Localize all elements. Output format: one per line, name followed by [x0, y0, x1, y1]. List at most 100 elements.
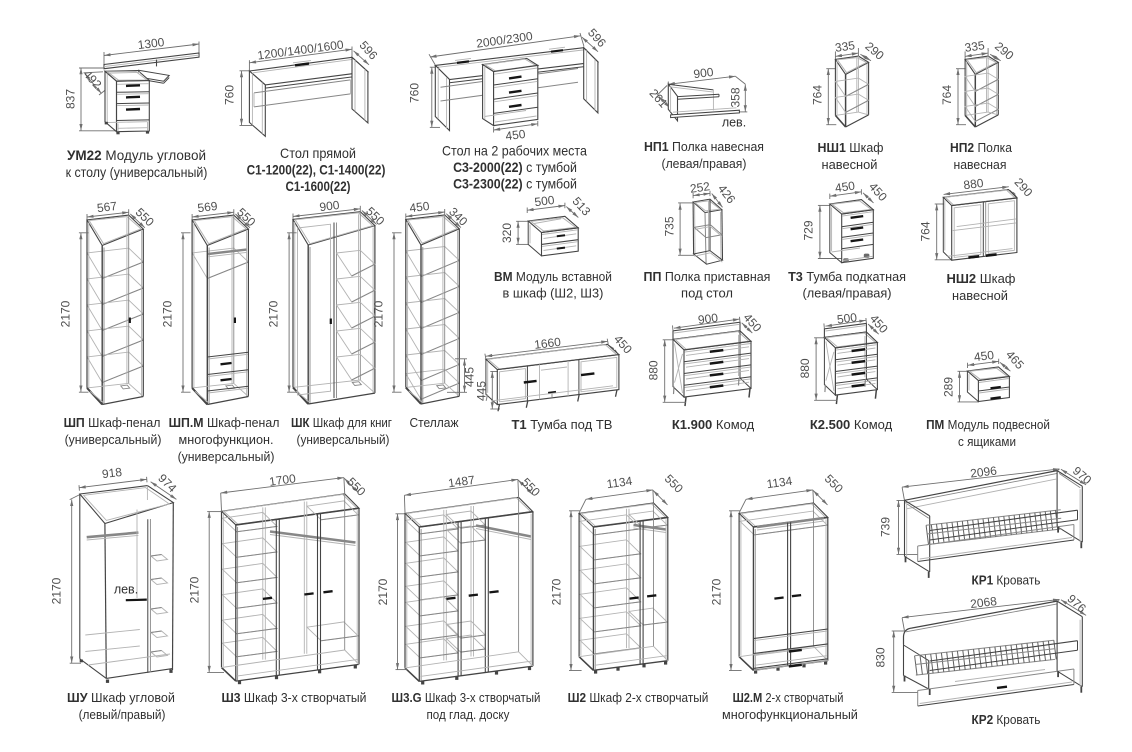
- svg-text:513: 513: [570, 194, 594, 218]
- svg-text:2170: 2170: [550, 578, 564, 605]
- svg-text:НП1 Полка навесная: НП1 Полка навесная: [644, 140, 764, 154]
- svg-text:974: 974: [155, 471, 179, 495]
- svg-text:под стол: под стол: [681, 286, 733, 301]
- svg-text:900: 900: [693, 65, 715, 81]
- svg-text:2096: 2096: [969, 463, 998, 480]
- svg-text:320: 320: [500, 223, 514, 243]
- svg-text:(левый/правый): (левый/правый): [79, 707, 166, 722]
- svg-text:1660: 1660: [533, 335, 562, 352]
- svg-text:335: 335: [834, 38, 856, 55]
- svg-text:450: 450: [505, 127, 527, 143]
- svg-text:КР2 Кровать: КР2 Кровать: [972, 712, 1041, 727]
- svg-text:навесной: навесной: [822, 157, 878, 172]
- svg-text:550: 550: [662, 472, 686, 496]
- svg-text:навесная: навесная: [954, 158, 1007, 172]
- svg-text:450: 450: [741, 310, 765, 334]
- svg-text:900: 900: [697, 311, 719, 327]
- svg-text:2068: 2068: [969, 594, 998, 611]
- svg-text:навесной: навесной: [952, 288, 1008, 303]
- svg-text:445: 445: [463, 367, 477, 387]
- svg-text:ВМ Модуль вставной: ВМ Модуль вставной: [494, 270, 612, 284]
- svg-text:2170: 2170: [376, 578, 390, 605]
- svg-text:Стеллаж: Стеллаж: [410, 416, 460, 431]
- svg-text:С1-1600(22): С1-1600(22): [286, 179, 351, 194]
- svg-text:С3-2300(22) с тумбой: С3-2300(22) с тумбой: [453, 176, 577, 192]
- svg-text:837: 837: [64, 89, 78, 109]
- svg-text:(универсальный): (универсальный): [178, 450, 275, 464]
- svg-text:918: 918: [101, 465, 123, 481]
- svg-text:450: 450: [867, 312, 891, 336]
- svg-text:596: 596: [585, 26, 609, 50]
- svg-text:(универсальный): (универсальный): [65, 433, 162, 447]
- svg-text:ПМ Модуль подвесной: ПМ Модуль подвесной: [926, 417, 1050, 432]
- svg-text:1134: 1134: [606, 474, 634, 492]
- svg-text:880: 880: [798, 358, 812, 378]
- svg-text:596: 596: [357, 38, 381, 62]
- svg-text:лев.: лев.: [722, 116, 746, 130]
- svg-text:Т3 Тумба подкатная: Т3 Тумба подкатная: [788, 270, 906, 284]
- svg-text:735: 735: [663, 216, 677, 236]
- svg-text:ШК Шкаф для книг: ШК Шкаф для книг: [291, 415, 392, 430]
- svg-text:с ящиками: с ящиками: [958, 434, 1016, 449]
- svg-text:лев.: лев.: [114, 583, 138, 597]
- svg-text:ШП Шкаф-пенал: ШП Шкаф-пенал: [64, 416, 161, 430]
- svg-text:УМ22 Модуль угловой: УМ22 Модуль угловой: [67, 148, 206, 163]
- svg-text:(левая/правая): (левая/правая): [662, 157, 747, 171]
- svg-text:(универсальный): (универсальный): [297, 432, 390, 447]
- svg-text:С3-2000(22) с тумбой: С3-2000(22) с тумбой: [453, 160, 577, 176]
- svg-text:(левая/правая): (левая/правая): [803, 287, 892, 301]
- svg-text:550: 550: [344, 475, 368, 499]
- svg-text:Ш3.G Шкаф 3-х створчатый: Ш3.G Шкаф 3-х створчатый: [392, 690, 541, 705]
- svg-text:492: 492: [81, 67, 105, 91]
- svg-text:Ш2.М 2-х створчатый: Ш2.М 2-х створчатый: [733, 690, 844, 705]
- svg-text:Ш3 Шкаф 3-х створчатый: Ш3 Шкаф 3-х створчатый: [222, 691, 367, 705]
- svg-text:290: 290: [862, 39, 887, 63]
- svg-text:к столу (универсальный): к столу (универсальный): [66, 164, 208, 180]
- svg-text:290: 290: [992, 39, 1017, 63]
- svg-text:880: 880: [647, 360, 661, 380]
- svg-text:880: 880: [963, 176, 985, 192]
- svg-text:252: 252: [689, 179, 711, 196]
- svg-text:900: 900: [319, 198, 341, 214]
- svg-text:К2.500 Комод: К2.500 Комод: [810, 417, 893, 432]
- svg-text:450: 450: [834, 178, 856, 195]
- svg-text:Стол на 2 рабочих места: Стол на 2 рабочих места: [442, 143, 588, 159]
- svg-text:1134: 1134: [766, 474, 794, 492]
- svg-text:760: 760: [408, 83, 422, 103]
- svg-text:764: 764: [810, 85, 824, 105]
- svg-text:ШУ Шкаф угловой: ШУ Шкаф угловой: [67, 690, 175, 705]
- svg-text:2170: 2170: [161, 300, 175, 327]
- svg-text:1487: 1487: [447, 473, 476, 491]
- svg-text:450: 450: [409, 199, 431, 215]
- svg-text:445: 445: [474, 381, 488, 401]
- svg-text:550: 550: [519, 475, 543, 499]
- svg-text:2170: 2170: [59, 300, 73, 327]
- svg-text:2170: 2170: [50, 577, 64, 604]
- svg-text:2170: 2170: [188, 576, 202, 603]
- svg-text:Стол прямой: Стол прямой: [280, 146, 356, 161]
- svg-text:НШ1 Шкаф: НШ1 Шкаф: [818, 141, 884, 155]
- svg-text:739: 739: [879, 517, 893, 537]
- svg-text:2170: 2170: [267, 300, 281, 327]
- svg-text:ПП Полка приставная: ПП Полка приставная: [644, 270, 771, 284]
- svg-text:Ш2 Шкаф 2-х створчатый: Ш2 Шкаф 2-х створчатый: [568, 691, 709, 706]
- svg-text:многофункциональный: многофункциональный: [722, 707, 858, 722]
- svg-text:970: 970: [1070, 464, 1095, 488]
- svg-text:729: 729: [802, 220, 816, 240]
- svg-text:под глад. доску: под глад. доску: [427, 707, 511, 722]
- svg-text:567: 567: [96, 199, 118, 215]
- svg-text:976: 976: [1065, 592, 1089, 616]
- svg-text:2170: 2170: [710, 578, 724, 605]
- svg-text:НП2 Полка: НП2 Полка: [950, 141, 1012, 155]
- svg-text:1700: 1700: [268, 471, 297, 489]
- svg-text:358: 358: [729, 87, 743, 107]
- svg-text:450: 450: [973, 348, 995, 364]
- svg-text:764: 764: [940, 85, 954, 105]
- svg-text:830: 830: [874, 647, 888, 667]
- svg-text:2000/2300: 2000/2300: [475, 29, 533, 51]
- svg-text:261: 261: [647, 86, 671, 110]
- svg-text:2170: 2170: [372, 300, 386, 327]
- svg-text:550: 550: [822, 472, 846, 496]
- svg-text:Т1 Тумба под ТВ: Т1 Тумба под ТВ: [512, 417, 613, 432]
- svg-text:К1.900 Комод: К1.900 Комод: [672, 417, 755, 432]
